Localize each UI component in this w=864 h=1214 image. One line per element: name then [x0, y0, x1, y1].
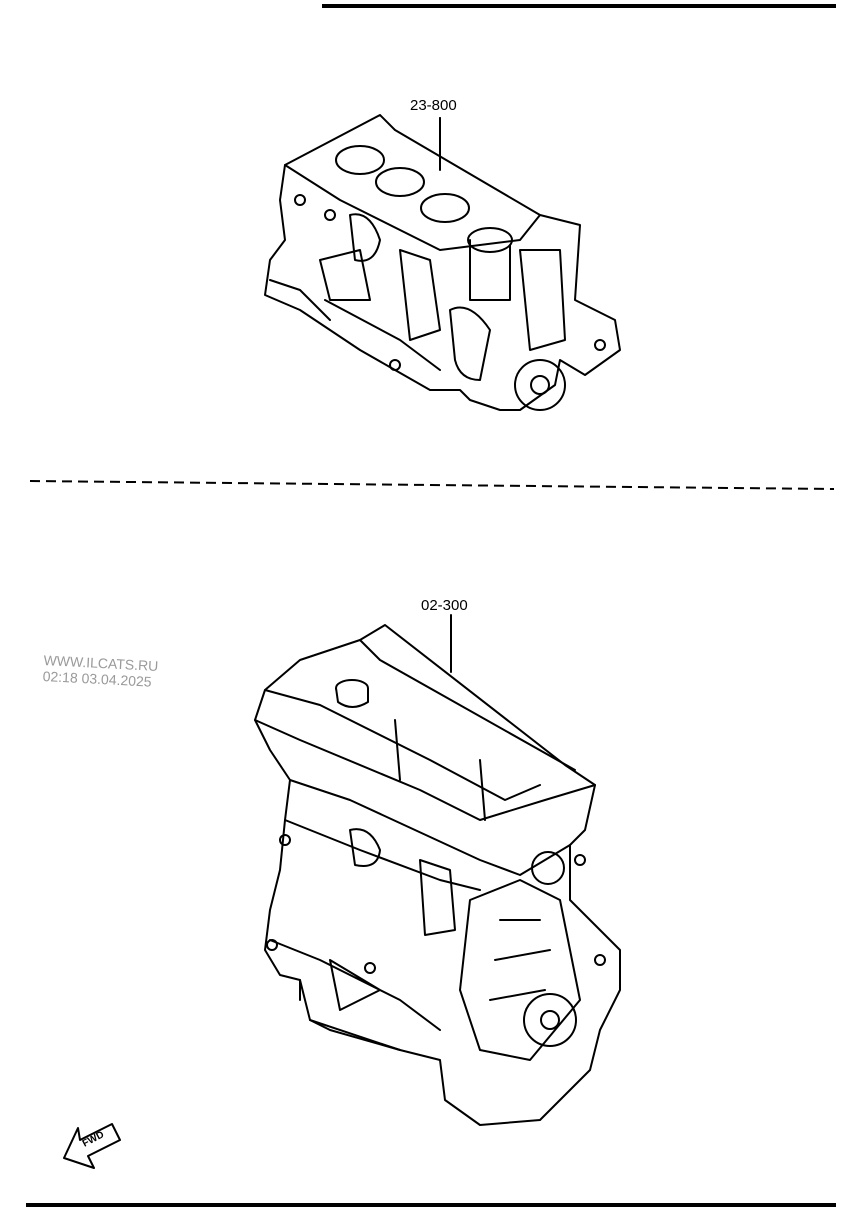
cylinder-block-illustration[interactable] [264, 114, 621, 411]
section-divider [29, 480, 835, 490]
part-callout-23-800[interactable]: 23-800 [410, 97, 457, 114]
part-callout-02-300[interactable]: 02-300 [421, 597, 468, 614]
watermark: WWW.ILCATS.RU 02:18 03.04.2025 [42, 652, 158, 690]
fwd-arrow-icon [63, 1123, 121, 1169]
bottom-border [26, 1203, 836, 1207]
top-border [322, 4, 836, 8]
engine-assembly-illustration[interactable] [254, 624, 621, 1126]
